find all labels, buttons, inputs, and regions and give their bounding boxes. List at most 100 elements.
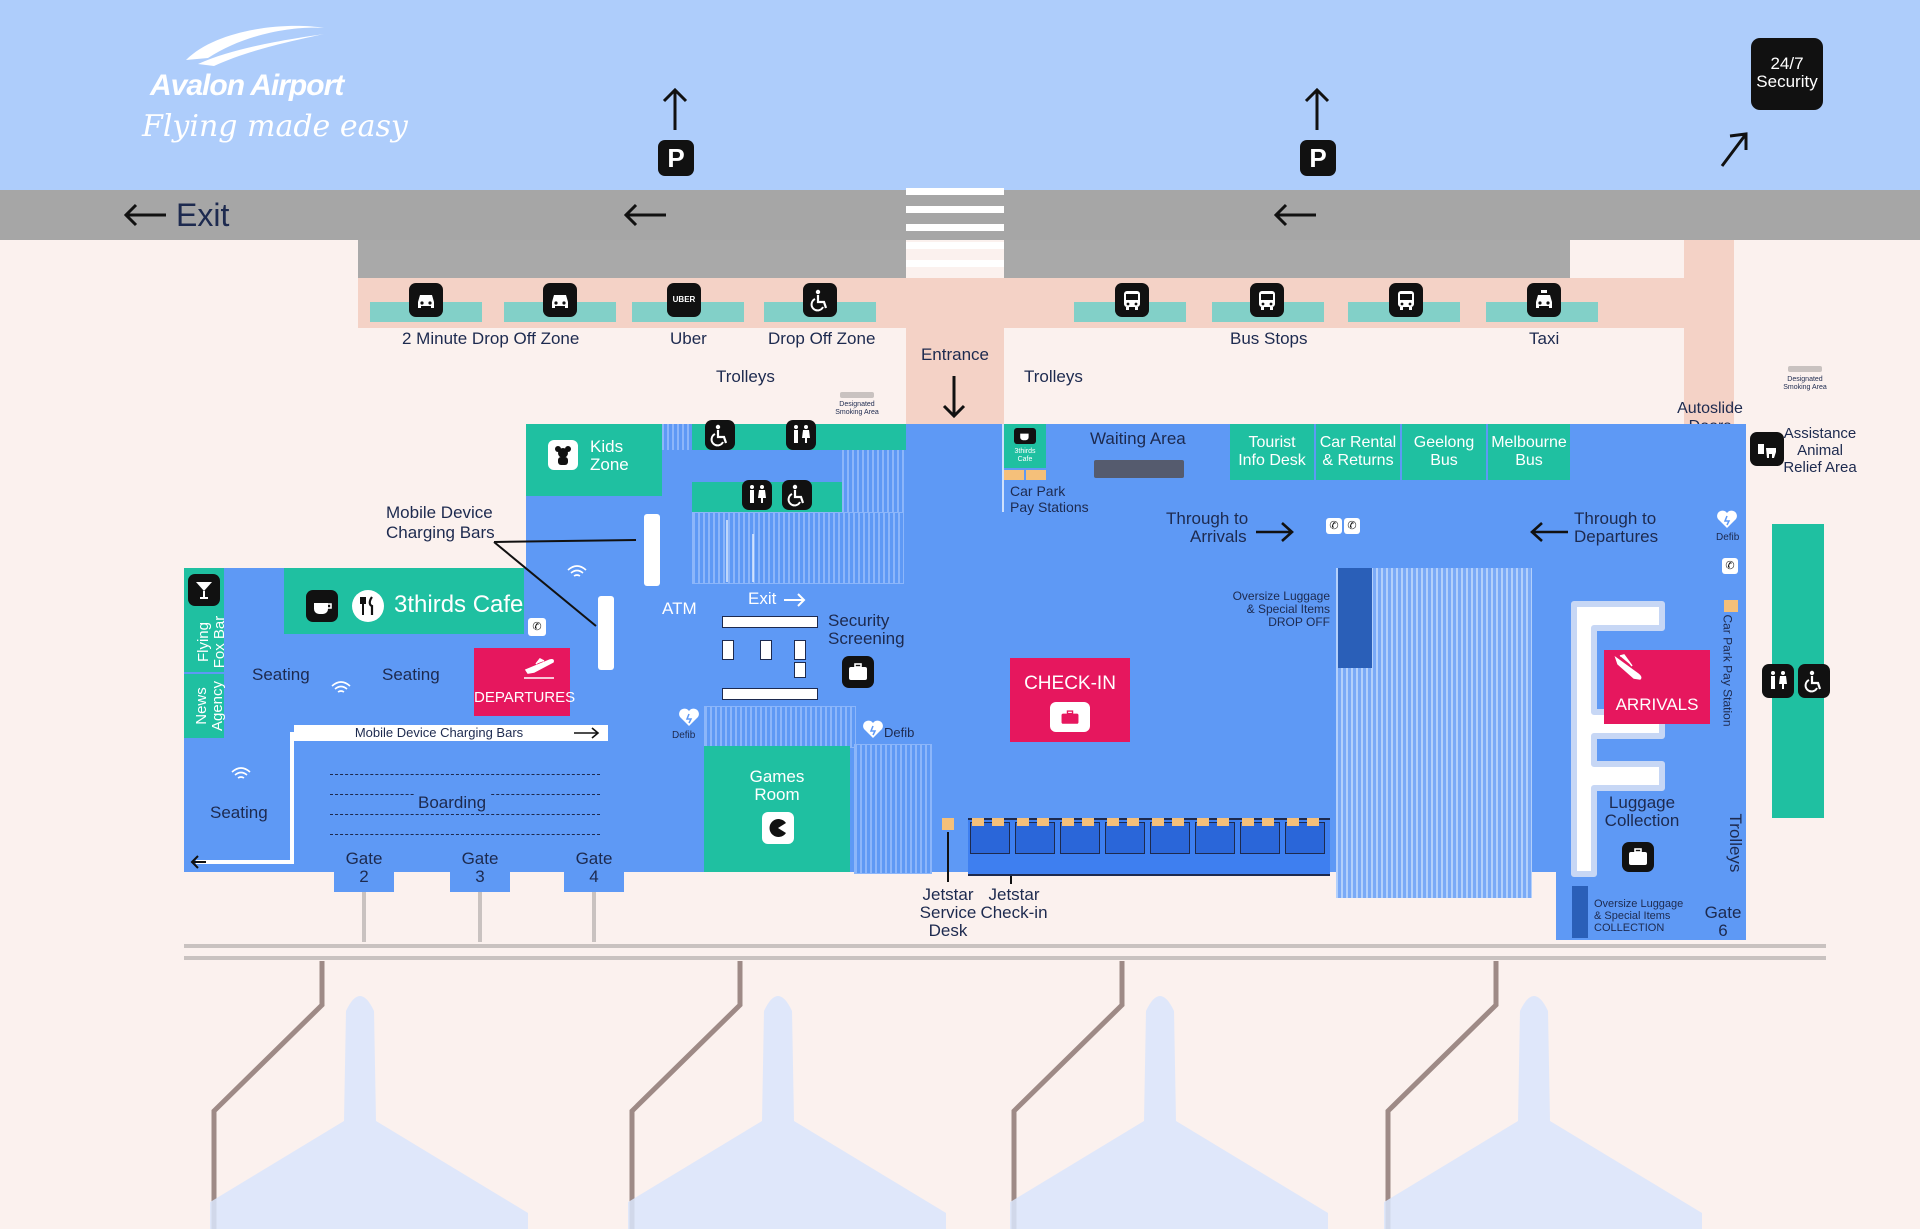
wifi-icon — [331, 681, 351, 693]
wheelchair-icon — [782, 480, 812, 510]
drop-off-zone-label: Drop Off Zone — [768, 329, 876, 348]
arrow-right-icon — [574, 727, 600, 739]
arrow-left-icon — [1273, 203, 1316, 227]
oversize-collection-line1: Oversize Luggage — [1594, 898, 1684, 910]
kids-zone-line1: Kids — [590, 437, 624, 456]
jetstar-checkin-line1: Jetstar — [988, 885, 1040, 904]
phone-icon: ✆ — [1326, 518, 1342, 534]
through-to-arrivals-line2: Arrivals — [1190, 527, 1247, 546]
through-to-arrivals-line1: Through to — [1166, 509, 1249, 528]
checkin-counter-screen — [1287, 818, 1299, 826]
checkin-label: CHECK-IN — [1024, 673, 1116, 694]
bus-icon — [1389, 283, 1423, 317]
assistance-animal-icon — [1750, 432, 1784, 466]
departures-sign — [474, 648, 570, 716]
security-queue-divider — [752, 534, 754, 582]
defib-heart-icon — [863, 720, 883, 738]
cutlery-icon — [352, 590, 384, 622]
logo-swoosh-icon — [186, 25, 324, 66]
taxi-label: Taxi — [1529, 329, 1560, 348]
mobile-charging-bottom-label: Mobile Device Charging Bars — [354, 725, 524, 740]
exit-small-label: Exit — [748, 589, 777, 608]
through-to-departures-line2: Departures — [1574, 527, 1659, 546]
gate-3 — [450, 852, 510, 892]
wifi-icon — [231, 767, 251, 779]
drop-off-lane-left — [358, 240, 906, 280]
checkin-counter-screen — [1107, 818, 1119, 826]
assistance-animal-line1: Assistance — [1783, 425, 1857, 442]
checkin-counter-screen — [1172, 818, 1184, 826]
autoslide-doors-line1: Autoslide — [1677, 400, 1743, 417]
gate-3-label: Gate — [461, 849, 499, 868]
screening-scanner — [794, 662, 806, 678]
oversize-collection-belt — [1572, 886, 1588, 938]
tourist-info-line1: Tourist — [1248, 434, 1296, 451]
uber-label: Uber — [670, 329, 707, 348]
trolleys-label: Trolleys — [1024, 367, 1083, 386]
suitcase-icon — [1622, 842, 1654, 872]
car-rental-line1: Car Rental — [1319, 434, 1397, 451]
wheelchair-icon — [705, 420, 735, 450]
pedestrian-crossing — [906, 188, 1004, 278]
drop-off-lane-right — [1004, 240, 1570, 280]
car-park-pay-station — [1026, 470, 1046, 480]
checkin-counter — [1240, 822, 1280, 854]
security-247-line1: 24/7 — [1770, 54, 1804, 73]
car-park-pay-vertical-label: Car Park Pay Station — [1720, 614, 1735, 727]
seating-label: Seating — [252, 665, 310, 684]
defib-heart-icon — [679, 708, 699, 726]
games-room — [704, 746, 850, 872]
mobile-charging-line2: Charging Bars — [386, 523, 495, 542]
bus-icon — [1115, 283, 1149, 317]
airplane-silhouette-icon — [210, 996, 528, 1229]
gate-6-number: 6 — [1718, 921, 1728, 940]
oversize-collection-line3: COLLECTION — [1594, 922, 1665, 934]
boarding-line — [330, 834, 600, 835]
walk-path — [290, 732, 294, 862]
mobile-charging-strip — [294, 725, 608, 741]
divider — [1002, 424, 1004, 512]
aircraft-stand — [1384, 961, 1702, 1229]
arrow-right-icon — [1256, 522, 1294, 542]
taxi-icon — [1527, 283, 1561, 317]
security-queue-divider — [726, 520, 728, 582]
arrow-down-icon — [942, 376, 966, 419]
flying-fox-line1: Flying — [195, 622, 212, 663]
arrivals-label: ARRIVALS — [1615, 695, 1699, 714]
car-icon — [543, 283, 577, 317]
smoking-area-line2: Smoking Area — [835, 409, 879, 416]
jetstar-service-desk — [942, 818, 954, 830]
seating-label: Seating — [382, 665, 440, 684]
through-to-departures-line1: Through to — [1574, 509, 1657, 528]
apron-rail — [184, 944, 1826, 948]
games-room-hatch — [854, 744, 932, 874]
flying-fox-line2: Fox Bar — [211, 615, 228, 669]
bus-icon — [1250, 283, 1284, 317]
defib-heart-icon — [1717, 510, 1737, 528]
screening-lane — [722, 616, 818, 628]
arrow-up-icon — [662, 87, 688, 130]
cafe-cup-icon — [306, 590, 338, 622]
arrow-left-icon — [190, 855, 206, 869]
service-desk-car-rental — [1316, 424, 1400, 480]
arrow-up-right-icon — [1720, 132, 1748, 167]
charging-bar — [598, 596, 614, 670]
top-band — [0, 0, 1920, 190]
teal-strip — [662, 424, 906, 450]
gate-6-label: Gate — [1704, 903, 1742, 922]
checkin-counter — [1060, 822, 1100, 854]
defib-label: Defib — [884, 725, 915, 740]
suitcase-icon — [1050, 702, 1090, 732]
checkin-counter-screen — [1242, 818, 1254, 826]
jetstar-service-pointer — [947, 832, 949, 882]
arrow-right-icon — [784, 593, 806, 607]
gate-4-label: Gate — [575, 849, 613, 868]
trolleys-label: Trolleys — [716, 367, 775, 386]
oversize-dropoff-line1: Oversize Luggage — [1232, 589, 1330, 603]
security-screening-line2: Screening — [828, 629, 905, 648]
airplane-takeoff-icon — [524, 658, 554, 679]
defib-label: Defib — [1716, 532, 1740, 543]
atm-label: ATM — [662, 599, 697, 618]
car-rental-line2: & Returns — [1322, 452, 1394, 469]
checkin-counter-screen — [1217, 818, 1229, 826]
